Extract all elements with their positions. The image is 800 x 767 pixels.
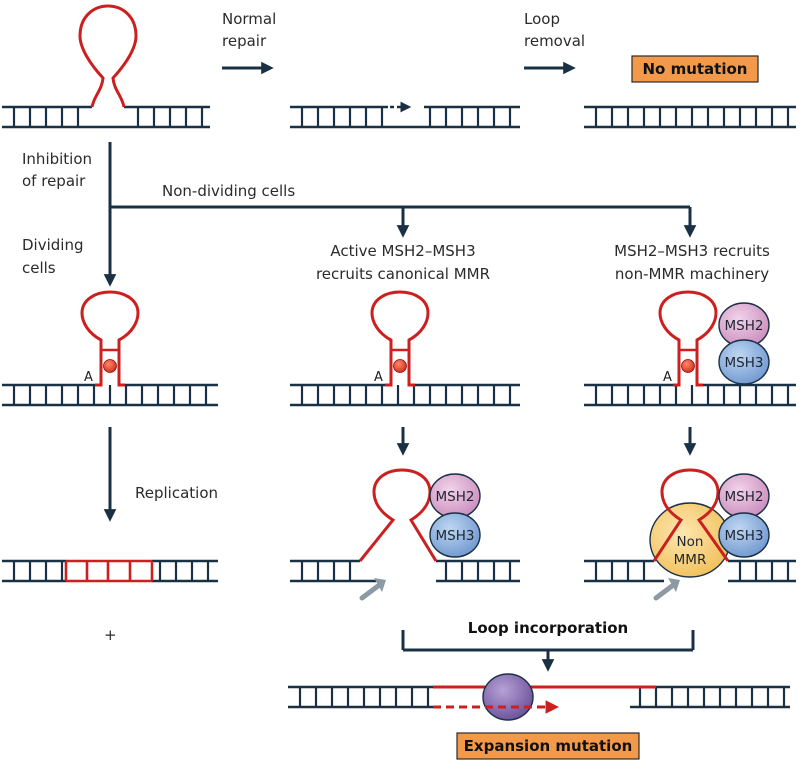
dna-non-mmr: Non MMR MSH2 MSH3 [584, 468, 796, 601]
msh2-protein-mid: MSH2 [429, 473, 481, 519]
svg-text:MSH2: MSH2 [725, 489, 764, 505]
dna-repaired [584, 105, 796, 129]
label-inhibition-2: of repair [22, 172, 86, 190]
label-loop-incorporation: Loop incorporation [468, 619, 628, 637]
label-dividing-1: Dividing [22, 236, 83, 254]
dna-hairpin-dividing: A [2, 290, 218, 407]
label-active-msh-2: recruits canonical MMR [316, 265, 490, 283]
svg-text:No mutation: No mutation [643, 60, 748, 78]
svg-text:MSH2: MSH2 [725, 318, 764, 334]
label-loop-removal-2: removal [524, 32, 585, 50]
svg-text:MMR: MMR [674, 552, 707, 568]
svg-text:MSH3: MSH3 [725, 355, 764, 371]
branch-arrows [103, 142, 697, 287]
msh3-protein-mid: MSH3 [429, 512, 481, 558]
base-a-label: A [84, 370, 93, 385]
svg-text:MSH3: MSH3 [436, 528, 475, 544]
svg-text:MSH3: MSH3 [725, 528, 764, 544]
dna-canonical-mmr: MSH2 MSH3 [290, 468, 520, 601]
msh3-protein-right: MSH3 [718, 512, 770, 558]
dna-gapped [290, 101, 520, 129]
expansion-mutation-badge: Expansion mutation [456, 732, 640, 760]
label-normal-repair-2: repair [222, 32, 267, 50]
msh2-protein-right: MSH2 [718, 473, 770, 519]
label-normal-repair-1: Normal [222, 10, 276, 28]
msh2-protein: MSH2 [718, 302, 770, 348]
label-dividing-2: cells [22, 259, 56, 277]
svg-text:MSH2: MSH2 [436, 489, 475, 505]
polymerase [482, 673, 534, 721]
label-loop-removal-1: Loop [524, 10, 560, 28]
dna-expansion [288, 673, 790, 721]
dna-replicated [2, 559, 218, 583]
label-replication: Replication [135, 484, 218, 502]
dna-hairpin-non-mmr: A MSH2 MSH3 [584, 290, 796, 407]
label-plus: + [104, 626, 117, 644]
svg-text:A: A [663, 370, 672, 385]
no-mutation-badge: No mutation [631, 55, 759, 83]
svg-text:Expansion mutation: Expansion mutation [464, 737, 633, 755]
non-mmr-protein: Non MMR [649, 502, 731, 578]
svg-text:A: A [374, 370, 383, 385]
label-active-msh-1: Active MSH2–MSH3 [330, 242, 475, 260]
label-inhibition-1: Inhibition [22, 150, 92, 168]
label-non-dividing: Non-dividing cells [162, 182, 295, 200]
loop-incorporation-bracket [401, 630, 695, 672]
label-nonmmr-msh-2: non-MMR machinery [615, 265, 769, 283]
dna-hairpin-canonical: A [290, 290, 520, 407]
dna-with-loop [2, 4, 210, 129]
svg-text:Non: Non [677, 534, 704, 550]
label-nonmmr-msh-1: MSH2–MSH3 recruits [614, 242, 770, 260]
msh3-protein: MSH3 [718, 339, 770, 385]
